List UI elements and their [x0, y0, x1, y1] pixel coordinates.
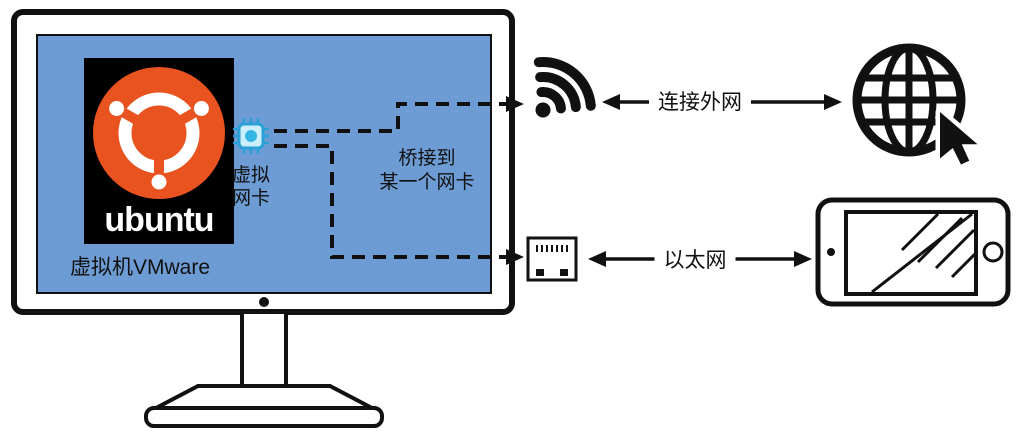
ethernet-port-icon	[526, 236, 578, 282]
virtual-nic-label: 虚拟 网卡	[221, 164, 281, 210]
power-led	[259, 297, 269, 307]
tablet-icon	[815, 197, 1011, 307]
tablet-home-button	[982, 241, 1004, 263]
wifi-signal-icon	[533, 57, 596, 118]
network-chip-icon	[233, 118, 269, 154]
ubuntu-emblem-dots	[109, 101, 209, 190]
virtual-nic-label-line2: 网卡	[231, 188, 270, 209]
bridge-note-line2: 某一个网卡	[379, 172, 475, 193]
bridge-arrow-to-wifi	[274, 96, 524, 133]
vmware-label: 虚拟机VMware	[70, 256, 211, 279]
ubuntu-logo	[84, 58, 234, 244]
internet-globe-cursor-icon	[852, 43, 982, 169]
chip-core	[245, 130, 257, 142]
bridge-note: 桥接到 某一个网卡	[354, 147, 500, 195]
cursor-icon	[935, 107, 982, 169]
tablet-screen-hatch	[871, 212, 977, 294]
bridge-note-line1: 桥接到	[398, 148, 456, 169]
ubuntu-wordmark: ubuntu	[104, 201, 214, 239]
wifi-internet-label: 连接外网	[649, 86, 751, 116]
tablet-camera-dot	[827, 248, 835, 256]
ubuntu-emblem-circle	[93, 67, 225, 199]
virtual-nic-label-line1: 虚拟	[231, 165, 270, 186]
monitor-stand	[144, 310, 384, 428]
ethernet-label: 以太网	[654, 244, 736, 274]
bridge-arrow-to-ethernet	[274, 144, 524, 265]
